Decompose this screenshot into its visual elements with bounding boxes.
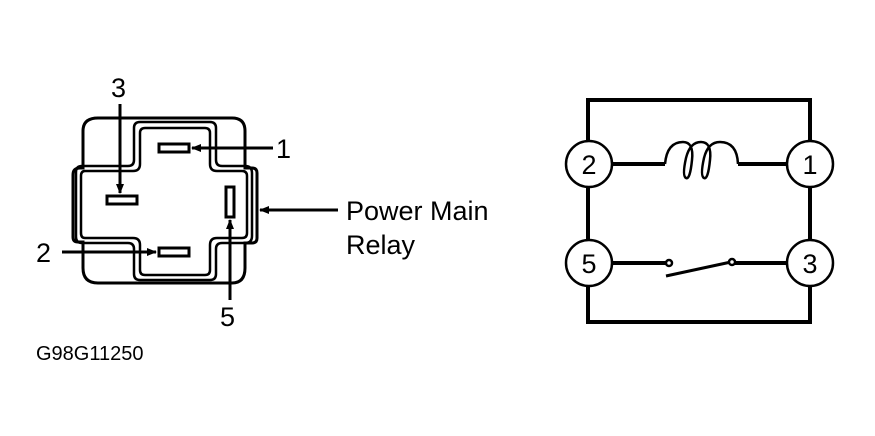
relay-name-line2: Relay bbox=[346, 230, 416, 260]
terminal-2-label: 2 bbox=[581, 150, 596, 180]
pin-1-blade bbox=[157, 142, 191, 154]
relay-connector-view: 3 1 2 5 Power Main Relay bbox=[36, 73, 489, 332]
switch-contact-left bbox=[664, 258, 674, 268]
relay-schematic: 2 1 5 3 bbox=[564, 98, 835, 324]
switch-contact-right bbox=[727, 257, 737, 267]
relay-inner-outline-2 bbox=[79, 126, 249, 277]
coil-icon bbox=[663, 140, 740, 180]
pin-2-label: 2 bbox=[36, 238, 51, 268]
figure-id: G98G11250 bbox=[36, 343, 144, 365]
pin-3-label: 3 bbox=[111, 73, 126, 103]
terminal-3: 3 bbox=[785, 238, 835, 288]
terminal-1-label: 1 bbox=[802, 150, 817, 180]
terminal-2: 2 bbox=[564, 139, 614, 189]
schematic-frame bbox=[586, 98, 812, 324]
terminal-1: 1 bbox=[785, 139, 835, 189]
switch-arm bbox=[665, 260, 732, 278]
pin-3-blade bbox=[105, 194, 139, 206]
pin-2-blade bbox=[157, 246, 191, 258]
relay-inner-outline bbox=[74, 120, 254, 282]
terminal-5-label: 5 bbox=[581, 249, 596, 279]
pin-5-label: 5 bbox=[220, 302, 235, 332]
pin-5-blade bbox=[224, 185, 236, 219]
terminal-5: 5 bbox=[564, 238, 614, 288]
pin-1-label: 1 bbox=[276, 134, 291, 164]
terminal-3-label: 3 bbox=[802, 249, 817, 279]
relay-name-line1: Power Main bbox=[346, 196, 489, 226]
